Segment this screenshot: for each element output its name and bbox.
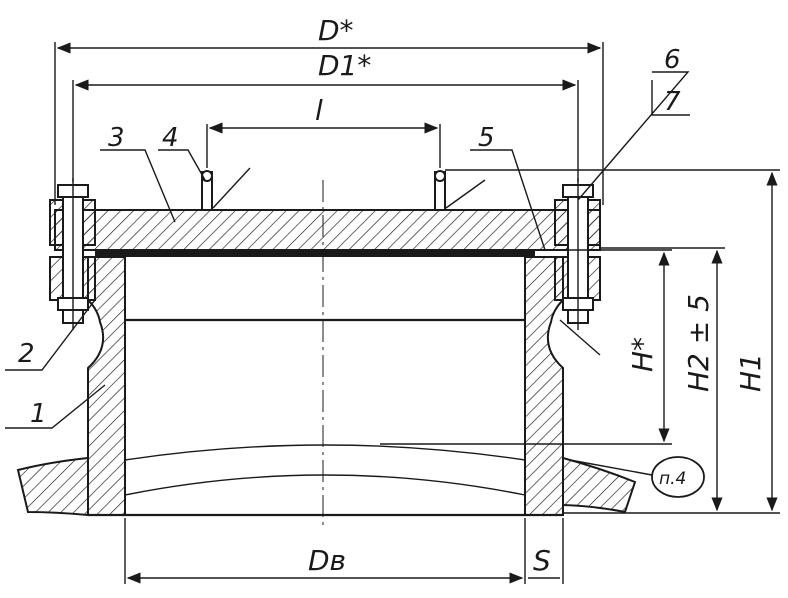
dim-l-label: l: [315, 94, 323, 127]
shell-right-wall: [524, 256, 564, 516]
callout-1: 1: [30, 399, 47, 429]
note-label: п.4: [659, 469, 686, 489]
note-bubble: [651, 456, 705, 498]
dim-D-label: D*: [318, 14, 354, 47]
callout-3: 3: [108, 123, 125, 153]
shell-left-wall: [87, 256, 126, 516]
lifting-lug-right: [434, 170, 446, 211]
vessel-curve-inner: [124, 474, 526, 496]
vessel-curve-outer: [124, 444, 526, 461]
dim-H2-label: H2 ± 5: [682, 294, 715, 392]
cover-plate: [54, 209, 601, 251]
callout-6: 6: [664, 45, 681, 75]
callout-7: 7: [664, 87, 681, 117]
dim-D1-label: D1*: [318, 49, 371, 82]
vessel-wall-left: [16, 456, 89, 517]
callout-5: 5: [478, 123, 495, 153]
bolt-left: [57, 178, 89, 330]
dim-S-label: S: [533, 544, 551, 577]
callout-4: 4: [162, 123, 179, 153]
vessel-wall-right: [562, 456, 637, 514]
dim-H-label: H*: [626, 337, 659, 372]
gasket: [95, 250, 535, 257]
bolt-right: [562, 178, 594, 330]
callout-2: 2: [18, 339, 35, 369]
dim-Dv-label: Dв: [308, 544, 346, 577]
dim-H1-label: H1: [734, 353, 767, 392]
